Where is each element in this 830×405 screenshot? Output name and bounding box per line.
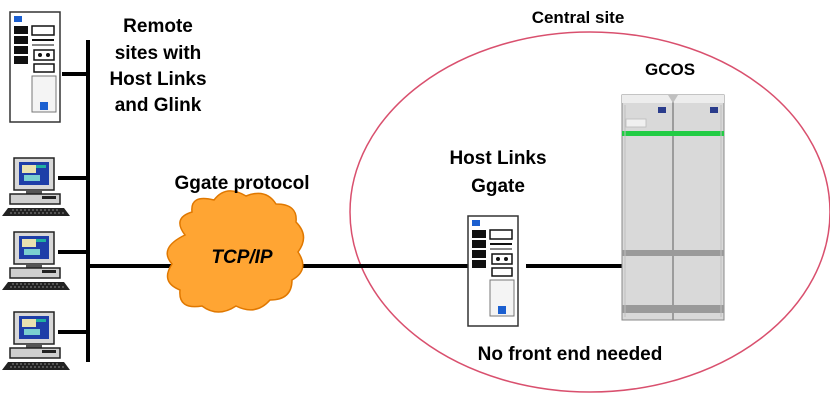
central-site-boundary [349,31,830,393]
host-links-label-line-1: Host Links [449,148,546,169]
workstation-icon [1,157,71,217]
workstation-icon [1,231,71,291]
remote-sites-label-line-3: Host Links [109,69,206,90]
remote-sites-label-line-4: and Glink [115,95,202,116]
remote-server-icon [9,11,61,123]
workstation-icon [1,311,71,371]
remote-sites-label-line-1: Remote [123,16,193,37]
ggate-protocol-label: Ggate protocol [174,173,309,194]
tcpip-label: TCP/IP [211,247,273,268]
gcos-label: GCOS [645,60,695,79]
no-front-end-label: No front end needed [478,344,663,365]
mainframe-cabinet-icon [621,94,725,321]
host-links-label-line-2: Ggate [471,176,525,197]
central-site-label: Central site [532,8,625,27]
remote-sites-label-line-2: sites with [115,43,202,64]
host-server-icon [467,215,519,327]
network-cloud-icon [166,190,305,313]
